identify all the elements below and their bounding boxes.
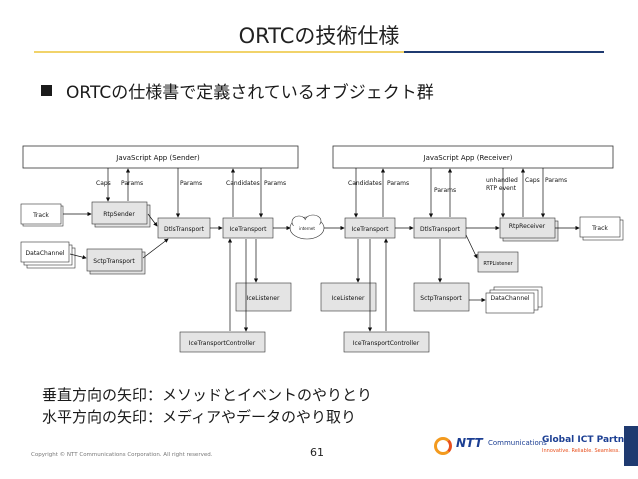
sctp-right-label: SctpTransport xyxy=(420,295,462,302)
legend-vertical: 垂直方向の矢印：メソッドとイベントのやりとり xyxy=(42,386,373,404)
icelistener-left-box: IceListener xyxy=(235,282,292,312)
receiver-app-label: JavaScript App (Receiver) xyxy=(423,154,513,162)
dtls-right-label: DtlsTransport xyxy=(420,226,461,233)
rtp-sender-box: RtpSender xyxy=(91,201,151,228)
receiver-app-box: JavaScript App (Receiver) xyxy=(332,145,614,169)
label-params-dtls-receiver: Params xyxy=(434,187,456,194)
datachannel-left-label: DataChannel xyxy=(26,250,65,257)
datachannel-right-box: DataChannel xyxy=(485,286,543,314)
rtp-sender-label: RtpSender xyxy=(103,211,135,218)
track-left-box: Track xyxy=(20,203,64,227)
dtls-right-box: DtlsTransport xyxy=(413,217,467,239)
ice-right-label: IceTransport xyxy=(352,226,390,233)
ice-left-label: IceTransport xyxy=(230,226,268,233)
datachannel-right-label: DataChannel xyxy=(491,295,530,302)
label-params-receiver: Params xyxy=(545,177,567,184)
rtp-listener-label: RTPListener xyxy=(483,261,513,267)
icelistener-right-box: IceListener xyxy=(320,282,377,312)
label-params-sender: Params xyxy=(121,180,143,187)
label-caps-sender: Caps xyxy=(96,180,111,187)
icelistener-right-label: IceListener xyxy=(332,295,365,302)
label-rtp-event: RTP event xyxy=(486,185,517,192)
legend-horizontal: 水平方向の矢印：メディアやデータのやり取り xyxy=(42,408,356,426)
icecontroller-right-box: IceTransportController xyxy=(343,331,430,353)
sender-app-box: JavaScript App (Sender) xyxy=(22,145,299,169)
bullet-row: ORTCの仕様書で定義されているオブジェクト群 xyxy=(41,78,434,103)
vertical-arrows xyxy=(105,168,546,332)
sender-app-label: JavaScript App (Sender) xyxy=(115,154,200,162)
rtp-receiver-box: RtpReceiver xyxy=(499,217,559,242)
dtls-left-label: DtlsTransport xyxy=(164,226,205,233)
sctp-left-label: SctpTransport xyxy=(93,258,135,265)
partner-title: Global ICT Partner xyxy=(542,435,635,445)
rtp-listener-box: RTPListener xyxy=(477,251,519,273)
internet-label: internet xyxy=(299,226,315,231)
icecontroller-right-label: IceTransportController xyxy=(353,340,420,347)
icelistener-left-label: IceListener xyxy=(247,295,280,302)
horizontal-arrows xyxy=(63,211,580,303)
label-params-ice-receiver: Params xyxy=(387,180,409,187)
dtls-left-box: DtlsTransport xyxy=(157,217,211,239)
title-rule-navy xyxy=(404,51,604,53)
ortc-object-diagram: JavaScript App (Sender) JavaScript App (… xyxy=(18,140,626,362)
corner-block xyxy=(624,426,638,466)
track-left-label: Track xyxy=(32,212,49,219)
datachannel-left-box: DataChannel xyxy=(20,241,76,269)
icecontroller-left-label: IceTransportController xyxy=(189,340,256,347)
icecontroller-left-box: IceTransportController xyxy=(179,331,266,353)
label-caps-receiver: Caps xyxy=(525,177,540,184)
logo-area: NTT Communications Global ICT Partner In… xyxy=(426,424,638,466)
label-candidates-sender: Candidates xyxy=(226,180,260,187)
ntt-logo-icon xyxy=(434,437,452,455)
label-unhandled: unhandled xyxy=(486,177,518,184)
label-params-dtls-sender: Params xyxy=(180,180,202,187)
sctp-right-box: SctpTransport xyxy=(413,282,470,312)
bullet-text: ORTCの仕様書で定義されているオブジェクト群 xyxy=(66,83,434,103)
ice-right-box: IceTransport xyxy=(344,217,396,239)
bullet-square-icon xyxy=(41,85,52,96)
label-params-ice-sender: Params xyxy=(264,180,286,187)
slide-title: ORTCの技術仕様 xyxy=(238,24,400,48)
copyright: Copyright © NTT Communications Corporati… xyxy=(31,452,213,458)
track-right-box: Track xyxy=(579,216,624,241)
legend: 垂直方向の矢印：メソッドとイベントのやりとり 水平方向の矢印：メディアやデータの… xyxy=(42,384,372,428)
ice-left-box: IceTransport xyxy=(222,217,274,239)
page-number: 61 xyxy=(310,446,324,459)
track-right-label: Track xyxy=(591,225,608,232)
sctp-left-box: SctpTransport xyxy=(86,248,146,275)
title-rule-gold xyxy=(34,51,404,53)
partner-sub: Innovative. Reliable. Seamless. xyxy=(542,448,620,454)
ntt-logo-sub: Communications xyxy=(488,439,547,447)
internet-cloud: internet xyxy=(289,214,325,240)
ntt-logo-text: NTT xyxy=(456,436,483,450)
label-candidates-receiver: Candidates xyxy=(348,180,382,187)
diagram-svg: JavaScript App (Sender) JavaScript App (… xyxy=(20,145,624,353)
rtp-receiver-label: RtpReceiver xyxy=(509,223,546,230)
